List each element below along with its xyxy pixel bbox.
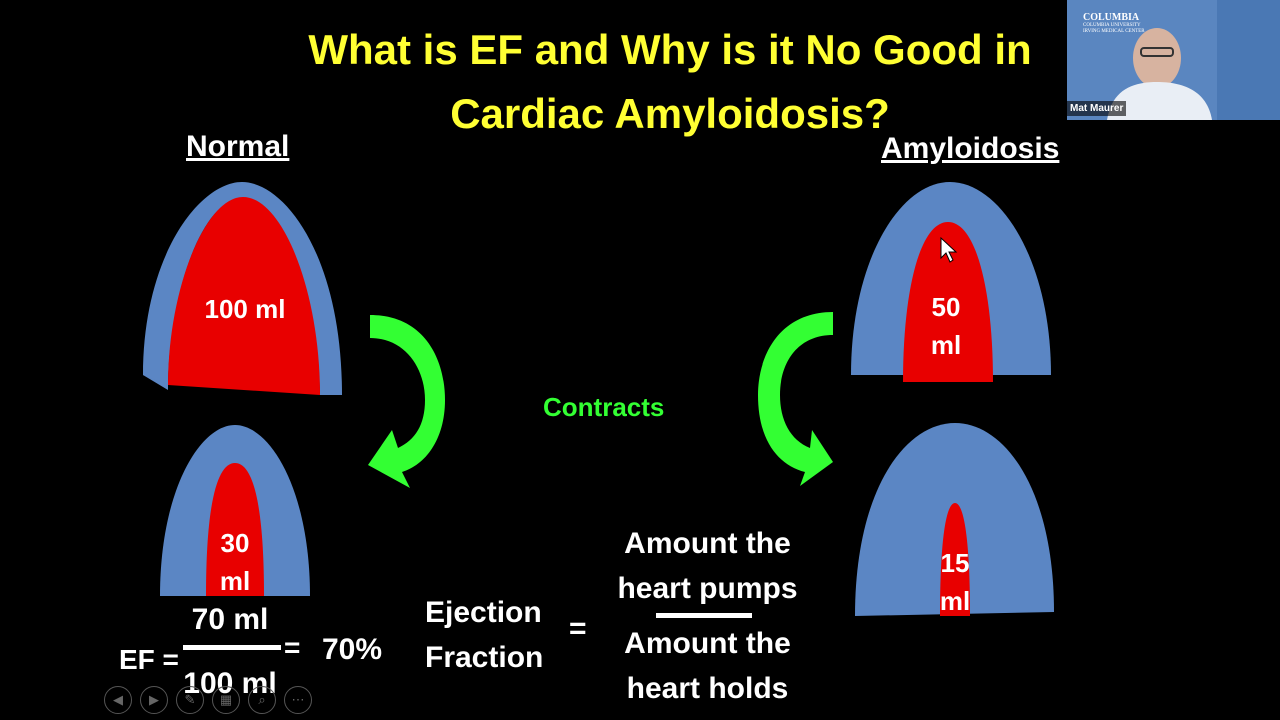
normal-top-cavity [168, 197, 320, 395]
normal-heading: Normal [186, 130, 290, 163]
columbia-logo-line-1: COLUMBIA UNIVERSITY [1083, 23, 1141, 28]
amyloid-bottom-volume-number: 15 [940, 548, 970, 578]
normal-top-wall [143, 182, 342, 395]
columbia-logo-line-2: IRVING MEDICAL CENTER [1083, 29, 1145, 34]
more-options-icon[interactable]: ⋯ [284, 686, 312, 714]
pumps-line-1: Amount the [624, 527, 791, 560]
contract-arrow-right [758, 312, 833, 486]
holds-line-2: heart holds [626, 672, 789, 705]
normal-top-volume: 100 ml [204, 294, 286, 324]
ef-result: 70% [322, 633, 383, 666]
ejection-equals: = [569, 612, 587, 645]
columbia-logo-name: COLUMBIA [1083, 12, 1140, 23]
normal-bottom-volume-unit: ml [219, 566, 251, 596]
amyloid-top-volume: 50 ml [916, 288, 976, 364]
pen-icon[interactable]: ✎ [176, 686, 204, 714]
definition-fraction-bar [656, 613, 752, 618]
participant-name: Mat Maurer [1067, 101, 1127, 116]
presenter-video[interactable]: COLUMBIA COLUMBIA UNIVERSITY IRVING MEDI… [1067, 0, 1280, 120]
see-all-slides-icon[interactable]: ▦ [212, 686, 240, 714]
normal-bottom-volume: 30 ml [205, 524, 265, 600]
contracts-label: Contracts [543, 392, 665, 422]
amyloid-top-cavity [903, 222, 993, 382]
zoom-icon[interactable]: ⌕ [248, 686, 276, 714]
ef-numerator: 70 ml [191, 603, 269, 636]
pumps-line-2: heart pumps [617, 572, 798, 605]
normal-bottom-volume-number: 30 [220, 528, 250, 558]
ef-fraction-bar [183, 645, 281, 650]
mouse-cursor-icon [940, 236, 958, 263]
ef-equals: = [284, 632, 301, 663]
amyloid-bottom-cavity [940, 503, 970, 616]
amyloidosis-heading: Amyloidosis [881, 132, 1060, 165]
amyloid-top-volume-unit: ml [930, 330, 962, 360]
amyloid-bottom-volume-unit: ml [939, 586, 971, 616]
next-slide-icon[interactable]: ▶ [140, 686, 168, 714]
amyloid-bottom-volume: 15 ml [925, 544, 985, 620]
ejection-fraction-label: Ejection Fraction [425, 590, 543, 680]
normal-bottom-cavity [206, 463, 264, 596]
pumps-numerator: Amount the heart pumps [600, 521, 815, 611]
holds-denominator: Amount the heart holds [600, 621, 815, 711]
slide-title: What is EF and Why is it No Good in Card… [200, 18, 1140, 146]
ef-label: EF = [119, 644, 179, 675]
columbia-logo: COLUMBIA COLUMBIA UNIVERSITY IRVING MEDI… [1083, 12, 1145, 35]
amyloid-top-volume-number: 50 [931, 292, 961, 322]
contract-arrow-left [368, 315, 445, 488]
previous-slide-icon[interactable]: ◀ [104, 686, 132, 714]
title-line-1: What is EF and Why is it No Good in [308, 26, 1032, 73]
presenter-figure [1107, 0, 1280, 120]
ejection-line-2: Fraction [425, 641, 544, 674]
normal-top-wall-left [143, 375, 168, 385]
ejection-line-1: Ejection [425, 596, 542, 629]
holds-line-1: Amount the [624, 627, 791, 660]
title-line-2: Cardiac Amyloidosis? [450, 90, 890, 137]
slideshow-controls: ◀ ▶ ✎ ▦ ⌕ ⋯ [104, 686, 312, 714]
